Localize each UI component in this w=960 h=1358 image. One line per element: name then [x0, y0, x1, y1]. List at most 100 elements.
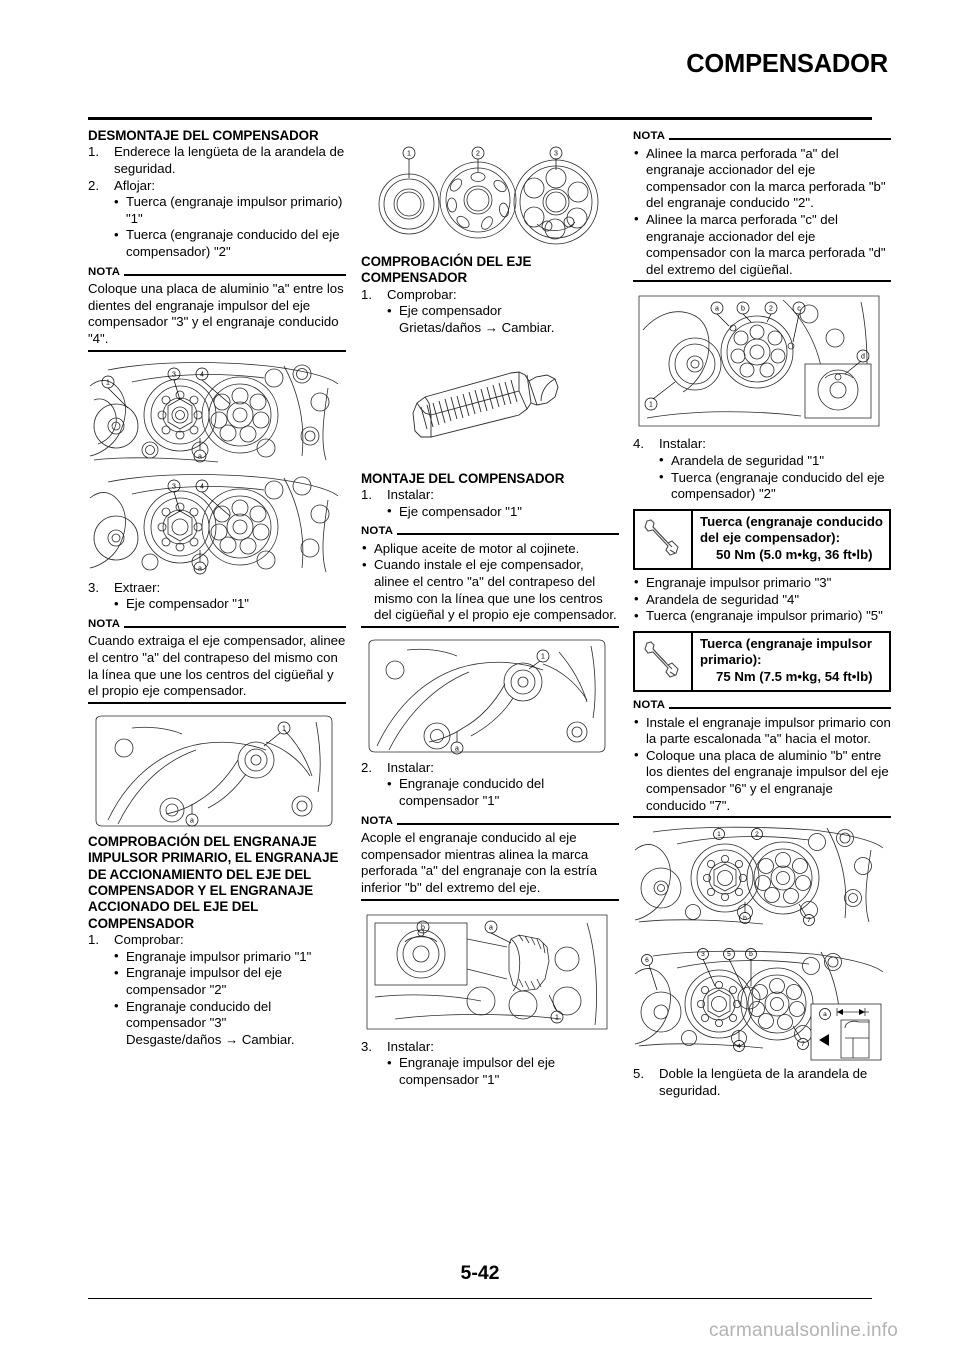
list-item: Engranaje impulsor primario "3" — [633, 574, 891, 592]
callout-label: b — [743, 915, 747, 922]
torque-spec-value: 50 Nm (5.0 m•kg, 36 ft•lb) — [716, 546, 873, 562]
callout-label: 6 — [645, 957, 649, 964]
step-text: Instalar: — [387, 1038, 434, 1054]
callout-label: a — [489, 924, 493, 931]
list-item: Engranaje impulsor primario "1" — [88, 948, 346, 966]
figure-shaft-part — [361, 363, 619, 449]
heading-comprobacion-eje: COMPROBACIÓN DEL EJE COMPENSADOR — [361, 254, 532, 286]
step-install-2: 2. Instalar: — [361, 760, 619, 777]
step-text: Doble la lengüeta de la arandela de segu… — [659, 1066, 868, 1098]
callout-label: 3 — [172, 483, 176, 490]
callout-label: b — [741, 306, 745, 313]
nota-block-mid-2: NOTA Acople el engranaje conducido al ej… — [361, 813, 619, 901]
list-item: Tuerca (engranaje conducido del eje comp… — [633, 469, 891, 503]
callout-label: 2 — [769, 306, 773, 313]
nota-block-right-1: NOTA Alinee la marca perforada "a" del e… — [633, 128, 891, 283]
nota-text: Cuando extraiga el eje compensador, alin… — [88, 633, 346, 699]
heading-montaje: MONTAJE DEL COMPENSADOR — [361, 470, 565, 486]
callout-label: 1 — [106, 379, 110, 386]
step-text: Aflojar: — [114, 177, 156, 193]
callout-label: b — [749, 951, 753, 958]
callout-label: 4 — [200, 371, 204, 378]
callout-label: 4 — [200, 483, 204, 490]
list-item: Arandela de seguridad "4" — [633, 591, 891, 609]
list-item: Instale el engranaje impulsor primario c… — [633, 714, 891, 748]
step-number: 1. — [88, 144, 99, 160]
heading-desmontaje: DESMONTAJE DEL COMPENSADOR — [88, 128, 319, 143]
step-number: 3. — [88, 579, 99, 595]
nota-end-rule — [88, 701, 346, 704]
list-item: Tuerca (engranaje impulsor primario) "5" — [633, 608, 891, 625]
list-item: Engranaje impulsor del eje compensador "… — [361, 1055, 619, 1088]
callout-label: 1 — [282, 725, 286, 732]
figure-assembly-right-2: 6 3 5 b 4 7 a — [633, 946, 891, 1062]
torque-spec-title: Tuerca (engranaje impulsor primario): — [700, 635, 872, 668]
list-item: Alinee la marca perforada "c" del engran… — [633, 211, 891, 278]
step-number: 4. — [633, 436, 644, 452]
step-install-4: 4. Instalar: — [633, 436, 891, 453]
callout-label: 1 — [555, 1014, 559, 1021]
nota-block-right-2: NOTA Instale el engranaje impulsor prima… — [633, 697, 891, 819]
figure-gear-assembly-1: 1 3 4 a — [88, 360, 346, 464]
callout-label: 3 — [554, 151, 558, 158]
nota-block-mid-1: NOTA Aplique aceite de motor al cojinete… — [361, 523, 619, 628]
step-number: 2. — [88, 177, 99, 193]
list-item: Cuando instale el eje compensador, aline… — [361, 557, 619, 623]
heading-comprobacion-engranaje: COMPROBACIÓN DEL ENGRANAJE IMPULSOR PRIM… — [88, 833, 339, 931]
callout-label: 3 — [701, 951, 705, 958]
torque-spec-value: 75 Nm (7.5 m•kg, 54 ft•lb) — [716, 668, 873, 684]
figure-assembly-right-1: 1 2 b 7 — [633, 826, 891, 938]
step-2: 2. Aflojar: — [88, 178, 346, 195]
step-text: Instalar: — [387, 487, 434, 502]
callout-label: a — [190, 817, 194, 824]
step-text: Enderece la lengüeta de la arandela de s… — [114, 144, 345, 176]
callout-label: 7 — [801, 1041, 805, 1048]
torque-spec-table-1: Tuerca (engranaje conducido del eje comp… — [633, 508, 891, 570]
callout-label: a — [198, 565, 202, 572]
nota-header: NOTA — [361, 813, 619, 830]
nota-text: Acople el engranaje conducido al eje com… — [361, 830, 597, 895]
nota-end-rule — [633, 280, 891, 283]
nota-header: NOTA — [633, 128, 891, 145]
nota-end-rule — [633, 816, 891, 819]
torque-spec-table-2: Tuerca (engranaje impulsor primario): 75… — [633, 630, 891, 692]
list-item: Tuerca (engranaje impulsor primario) "1" — [88, 194, 346, 227]
callout-label: 5 — [727, 951, 731, 958]
nota-body: Aplique aceite de motor al cojinete. Cua… — [361, 540, 619, 624]
step-number: 1. — [88, 932, 99, 948]
callout-label: a — [455, 745, 459, 752]
callout-label: 1 — [541, 653, 545, 660]
callout-label: d — [861, 354, 865, 361]
nota-end-rule — [88, 349, 346, 352]
nota-header: NOTA — [361, 523, 619, 540]
step-number: 5. — [633, 1066, 644, 1082]
list-item: Tuerca (engranaje conducido del eje comp… — [88, 227, 346, 260]
nota-end-rule — [361, 898, 619, 901]
step-3: 3. Extraer: — [88, 580, 346, 597]
nota-label: NOTA — [361, 525, 394, 538]
site-watermark: carmanualsonline.info — [708, 1320, 898, 1341]
step-check-shaft: 1. Comprobar: — [361, 287, 619, 304]
callout-label: 2 — [476, 151, 480, 158]
nota-rule — [397, 822, 619, 825]
nota-text: Coloque una placa de aluminio "a" entre … — [88, 281, 344, 346]
list-item: Alinee la marca perforada "a" del engran… — [633, 145, 891, 212]
list-item: Arandela de seguridad "1" — [633, 452, 891, 470]
page-title: COMPENSADOR — [686, 50, 888, 78]
figure-three-gears: 1 2 3 — [361, 128, 619, 250]
step-check-1: 1. Comprobar: — [88, 932, 346, 949]
step-text: Comprobar: — [387, 286, 457, 302]
page-number: 5-42 — [460, 1262, 500, 1284]
left-column: DESMONTAJE DEL COMPENSADOR 1. Enderece l… — [88, 128, 346, 1048]
nota-rule — [669, 707, 891, 710]
list-item: Engranaje conducido del compensador "3" — [88, 998, 346, 1032]
figure-install-shaft: 1 a — [361, 636, 619, 756]
list-item: Engranaje conducido del compensador "1" — [361, 776, 619, 809]
nota-block-1: NOTA Coloque una placa de aluminio "a" e… — [88, 264, 346, 352]
callout-label: 1 — [649, 402, 653, 409]
nota-rule — [397, 533, 619, 536]
footer-divider — [88, 1298, 872, 1299]
callout-label: c — [797, 306, 801, 313]
nota-end-rule — [361, 625, 619, 628]
